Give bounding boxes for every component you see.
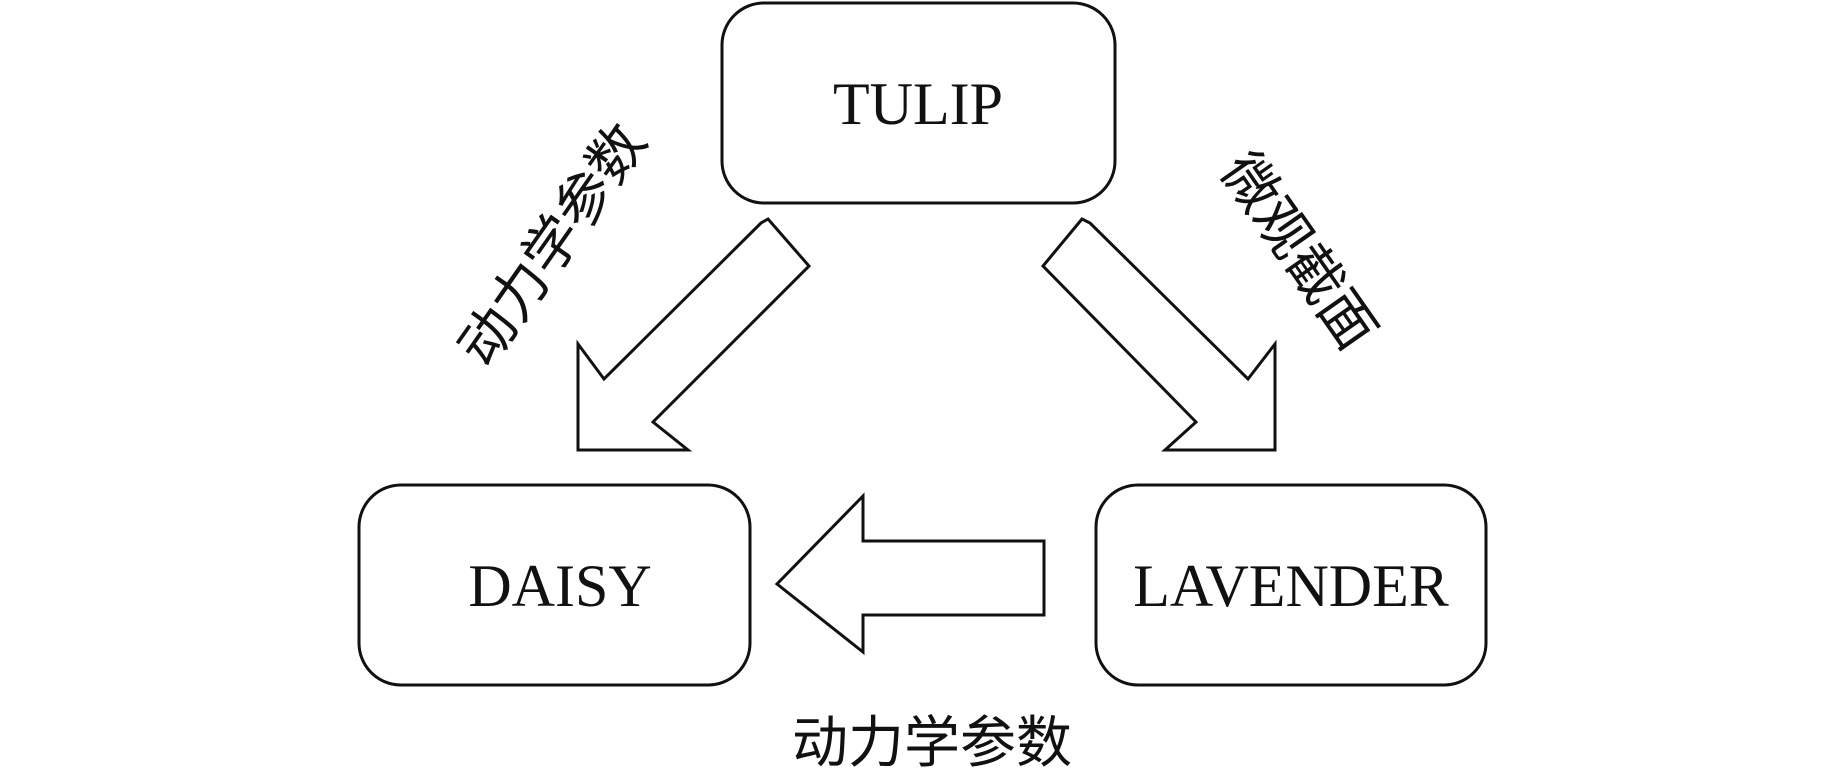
edge-label-tulip-daisy: 动力学参数 xyxy=(446,112,660,379)
node-lavender-box xyxy=(1094,483,1488,687)
arrow-tulip-to-lavender xyxy=(1040,217,1277,452)
node-tulip-box xyxy=(720,1,1117,205)
node-tulip-label: TULIP xyxy=(833,71,1003,137)
node-lavender: LAVENDER xyxy=(1094,483,1488,687)
edge-label-tulip-lavender: 微观截面 xyxy=(1207,141,1389,362)
node-tulip: TULIP xyxy=(720,1,1117,205)
node-daisy-box xyxy=(357,483,752,687)
node-daisy-label: DAISY xyxy=(468,553,651,619)
node-daisy: DAISY xyxy=(357,483,752,687)
edge-label-lavender-daisy: 动力学参数 xyxy=(792,711,1072,771)
arrow-tulip-to-daisy xyxy=(576,217,812,452)
node-lavender-label: LAVENDER xyxy=(1133,553,1449,619)
arrow-lavender-to-daisy xyxy=(774,492,1046,656)
